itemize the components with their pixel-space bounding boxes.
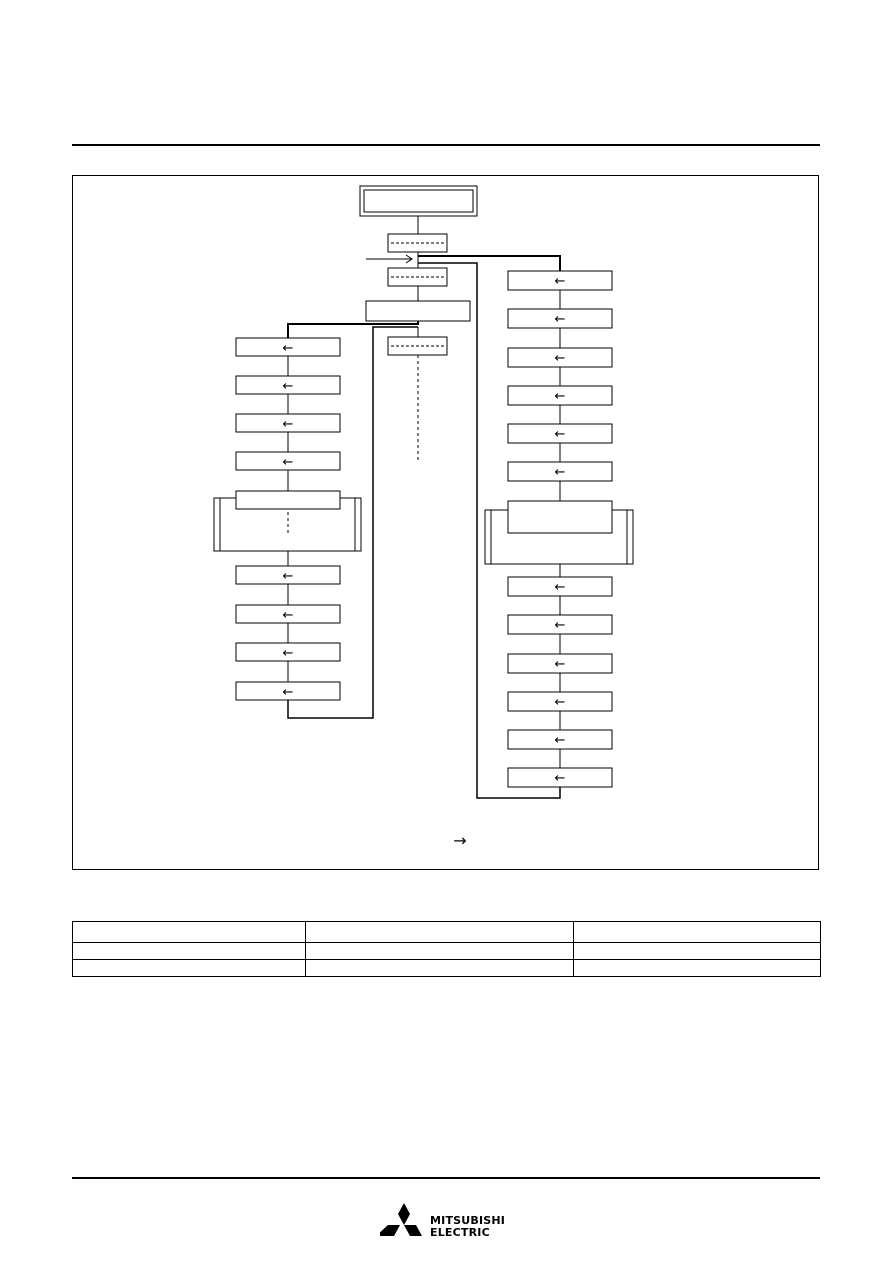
brand-line-2: ELECTRIC — [430, 1226, 490, 1239]
right-arrow-10: ← — [555, 695, 566, 710]
left-arrow-4: ← — [283, 455, 294, 470]
left-arrow-3: ← — [283, 417, 294, 432]
left-arrow-5: ← — [283, 569, 294, 584]
footer-rule — [72, 1177, 820, 1179]
table-cell — [305, 921, 574, 943]
right-arrow-5: ← — [555, 427, 566, 442]
right-arrow-9: ← — [555, 657, 566, 672]
flowchart-frame — [72, 175, 819, 870]
table-cell — [305, 942, 574, 960]
brand-logo-text: MITSUBISHI ELECTRIC — [430, 1215, 505, 1239]
brand-line-1: MITSUBISHI — [430, 1214, 506, 1227]
left-arrow-2: ← — [283, 379, 294, 394]
left-arrow-6: ← — [283, 608, 294, 623]
table-cell — [72, 921, 306, 943]
left-arrow-8: ← — [283, 685, 294, 700]
left-arrow-7: ← — [283, 646, 294, 661]
table-cell — [305, 959, 574, 977]
right-arrow-8: ← — [555, 618, 566, 633]
table-row — [72, 921, 821, 943]
right-arrow-2: ← — [555, 312, 566, 327]
left-arrow-1: ← — [283, 341, 294, 356]
three-diamonds-icon — [380, 1203, 422, 1236]
table-row — [72, 959, 821, 977]
right-arrow-6: ← — [555, 465, 566, 480]
right-arrow-3: ← — [555, 351, 566, 366]
table-cell — [72, 959, 306, 977]
branch-box — [365, 300, 471, 322]
start-box-inner — [363, 189, 474, 213]
header-rule — [72, 144, 820, 146]
legend-arrow: → — [453, 831, 466, 850]
right-arrow-1: ← — [555, 274, 566, 289]
table-row — [72, 942, 821, 960]
table-cell — [573, 942, 821, 960]
table-cell — [573, 921, 821, 943]
spec-table — [72, 921, 821, 977]
right-arrow-11: ← — [555, 733, 566, 748]
right-arrow-12: ← — [555, 771, 566, 786]
table-cell — [72, 942, 306, 960]
table-cell — [573, 959, 821, 977]
right-arrow-7: ← — [555, 580, 566, 595]
right-arrow-4: ← — [555, 389, 566, 404]
